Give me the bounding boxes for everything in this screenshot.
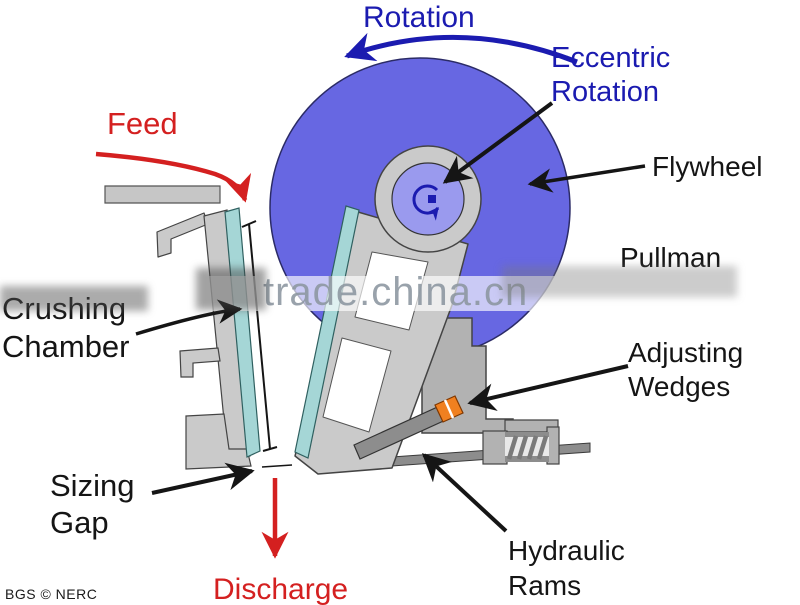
label-hydraulic-rams: Hydraulic Rams [508,533,625,603]
label-adjusting-wedges-line1: Adjusting [628,337,744,368]
crushing-chamber-leader-arrow [135,299,243,336]
adjusting-wedge [434,395,464,423]
label-hydraulic-rams-line2: Rams [508,570,582,601]
watermark-text: trade.china.cn [263,270,529,314]
rotation-arrow [344,32,578,65]
label-hydraulic-rams-line1: Hydraulic [508,535,625,566]
swing-jaw-plate [294,205,360,459]
eccentric-rotation-icon [412,184,440,221]
label-crushing-chamber-line1: Crushing [2,291,127,326]
tension-spring [482,419,560,465]
sizing-gap-leader-arrow [151,462,255,495]
sizing-gap-line [261,464,293,468]
credit-text: BGS © NERC [5,586,98,602]
label-feed: Feed [107,106,178,141]
label-flywheel: Flywheel [652,151,763,182]
label-rotation: Rotation [363,1,475,34]
hydraulic-rams-leader-arrow [421,453,508,533]
blur-smear-right [502,266,737,297]
adjusting-wedges-leader-arrow [467,364,629,411]
blur-smear-center [196,268,266,310]
label-adjusting-wedges-line2: Wedges [628,371,731,402]
label-eccentric-rotation: Eccentric Rotation [551,41,670,109]
label-adjusting-wedges: Adjusting Wedges [628,336,743,404]
label-eccentric-rotation-line2: Rotation [551,76,660,108]
label-crushing-chamber: Crushing Chamber [2,290,130,366]
feed-hopper-plate [104,185,221,204]
watermark-band [0,276,800,311]
chamber-dimension-line [241,220,278,452]
feed-arrow [95,151,252,203]
label-sizing-gap-line2: Gap [50,505,109,540]
label-sizing-gap-line1: Sizing [50,468,135,503]
eccentric-rotation-leader-arrow [442,101,554,184]
blur-smear-left [0,286,148,311]
flywheel-leader-arrow [527,164,646,193]
label-pullman: Pullman [620,242,722,273]
label-sizing-gap: Sizing Gap [50,467,134,541]
label-eccentric-rotation-line1: Eccentric [551,42,671,74]
label-crushing-chamber-line2: Chamber [2,329,130,364]
label-discharge: Discharge [213,573,349,605]
